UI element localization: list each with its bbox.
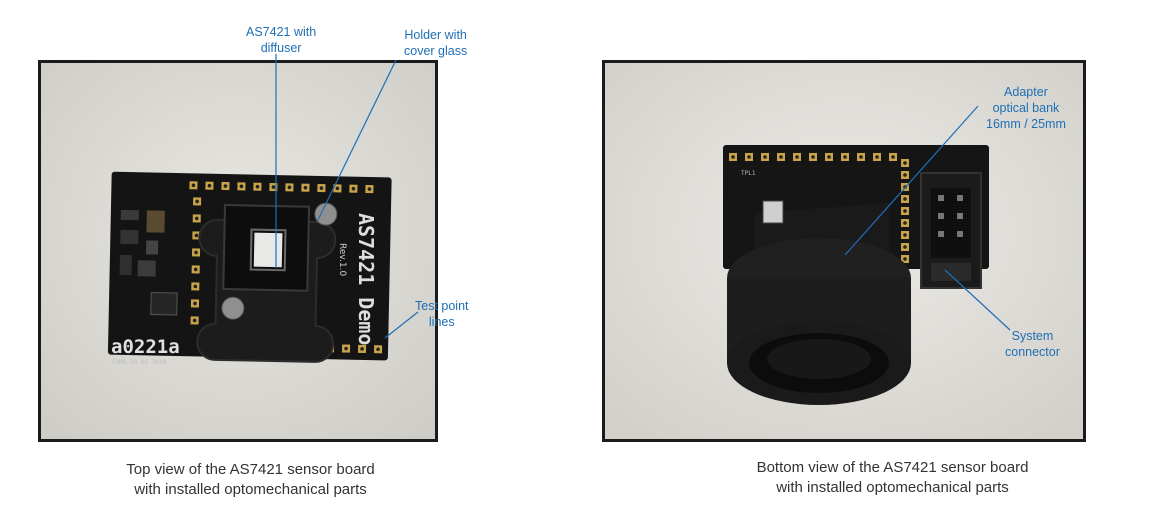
pad-hole xyxy=(811,155,815,159)
pad-hole xyxy=(344,346,348,351)
pad-hole xyxy=(207,183,212,188)
pad-hole xyxy=(271,185,276,189)
pad-hole xyxy=(194,216,199,221)
pad-hole xyxy=(903,185,907,189)
pad-hole xyxy=(779,155,783,159)
pad-hole xyxy=(191,183,196,188)
pad-hole xyxy=(239,184,244,189)
pad-hole xyxy=(223,184,228,188)
pad-hole xyxy=(195,199,199,204)
board-date-silk: FHME 29.06.2018 xyxy=(112,359,167,366)
screw-icon xyxy=(221,296,245,320)
pad-hole xyxy=(903,197,907,201)
pad-hole xyxy=(903,173,907,177)
pad-hole xyxy=(194,233,199,238)
pad-hole xyxy=(843,155,847,159)
screw-icon xyxy=(314,202,338,226)
pad-hole xyxy=(763,155,767,159)
pad-hole xyxy=(360,347,364,351)
pad-hole xyxy=(255,184,260,189)
pad-hole xyxy=(193,267,198,272)
diffuser xyxy=(253,232,283,268)
pad-hole xyxy=(287,185,292,190)
top-view-photo: AS7421 Demo Rev.1.0 a0221a FHME 29.06.20… xyxy=(38,60,438,442)
pad-hole xyxy=(903,257,907,261)
board-rev-silk: Rev.1.0 xyxy=(337,243,347,276)
pad-hole xyxy=(903,233,907,237)
board-title-silk: AS7421 Demo xyxy=(354,213,378,345)
board-silk-label: TPL1 xyxy=(741,170,756,177)
pad-hole xyxy=(731,155,735,159)
pad-hole xyxy=(891,155,895,159)
pad-hole xyxy=(194,250,198,255)
pad-hole xyxy=(192,318,197,323)
pad-hole xyxy=(193,284,198,289)
board-code-silk: a0221a xyxy=(111,336,180,358)
pad-hole xyxy=(875,155,879,159)
pad-hole xyxy=(303,185,308,190)
pad-hole xyxy=(859,155,863,159)
top-view-board-illustration: AS7421 Demo Rev.1.0 a0221a FHME 29.06.20… xyxy=(41,63,435,439)
pad-hole xyxy=(903,245,907,249)
pad-hole xyxy=(376,347,380,352)
pad-hole xyxy=(827,155,831,159)
pad-hole xyxy=(193,301,197,306)
pad-hole xyxy=(795,155,799,159)
pad-hole xyxy=(903,161,907,165)
pad-hole xyxy=(903,209,907,213)
pad-hole xyxy=(747,155,751,159)
pad-hole xyxy=(903,221,907,225)
